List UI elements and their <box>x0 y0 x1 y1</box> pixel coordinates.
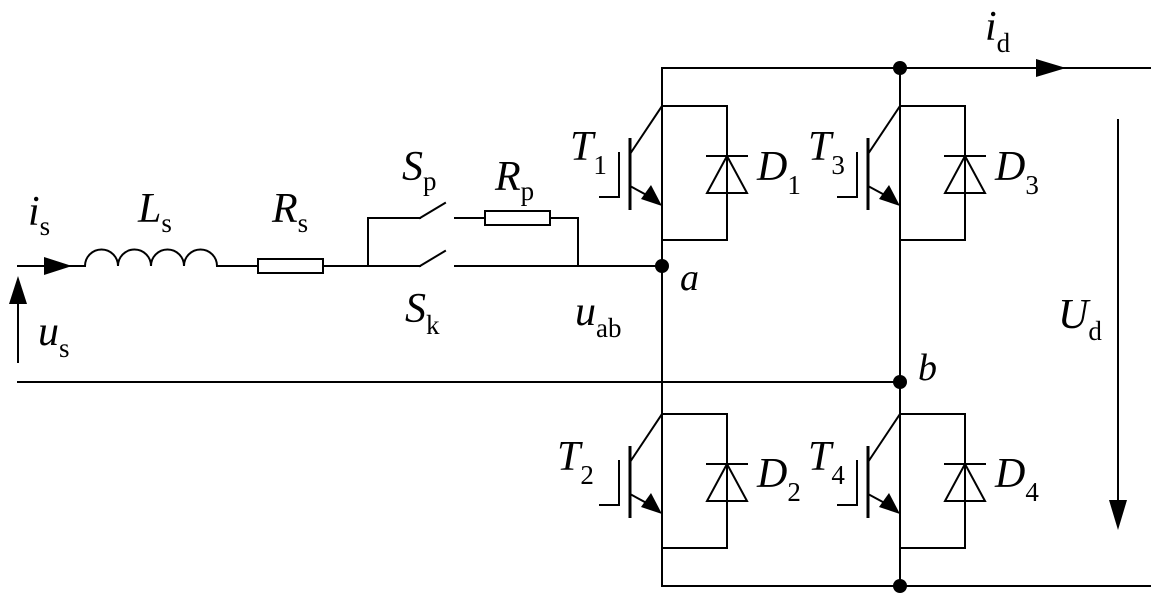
switch-t3-d3 <box>838 68 985 240</box>
label-d3: D3 <box>994 144 1039 200</box>
u-d-arrow <box>1109 120 1127 530</box>
label-u-ab: uab <box>575 289 621 343</box>
node-a <box>655 259 669 273</box>
label-d2: D2 <box>756 451 801 507</box>
label-node-b: b <box>918 347 937 389</box>
label-t1: T1 <box>570 124 607 180</box>
label-t4: T4 <box>808 434 845 490</box>
node-top-b <box>893 61 907 75</box>
switch-t2-d2 <box>600 376 747 548</box>
switch-network <box>368 203 662 266</box>
label-u-d: Ud <box>1058 292 1102 346</box>
label-r-s: Rs <box>271 186 308 238</box>
i-d-arrow-head <box>1036 59 1066 77</box>
label-t3: T3 <box>808 124 845 180</box>
u-s-arrow <box>9 276 27 362</box>
label-s-k: Sk <box>405 286 440 340</box>
resistor-rp <box>485 211 550 225</box>
switch-t1-d1 <box>600 68 747 240</box>
switch-sp-blade <box>420 203 445 218</box>
node-b <box>893 375 907 389</box>
inductor-ls <box>85 250 258 267</box>
resistor-rs <box>258 259 368 273</box>
label-u-s: us <box>38 309 70 363</box>
label-r-p: Rp <box>494 154 534 206</box>
node-bottom-b <box>893 579 907 593</box>
label-s-p: Sp <box>402 144 437 196</box>
label-node-a: a <box>680 257 699 299</box>
label-t2: T2 <box>557 434 594 490</box>
label-d4: D4 <box>994 451 1039 507</box>
i-s-arrow-head <box>44 257 72 275</box>
switch-sk-blade <box>420 251 445 266</box>
source-line <box>18 257 85 275</box>
label-l-s: Ls <box>137 186 172 238</box>
switch-t4-d4 <box>838 376 985 548</box>
label-d1: D1 <box>756 144 801 200</box>
label-i-s: is <box>28 189 50 241</box>
label-i-d: id <box>985 4 1011 58</box>
